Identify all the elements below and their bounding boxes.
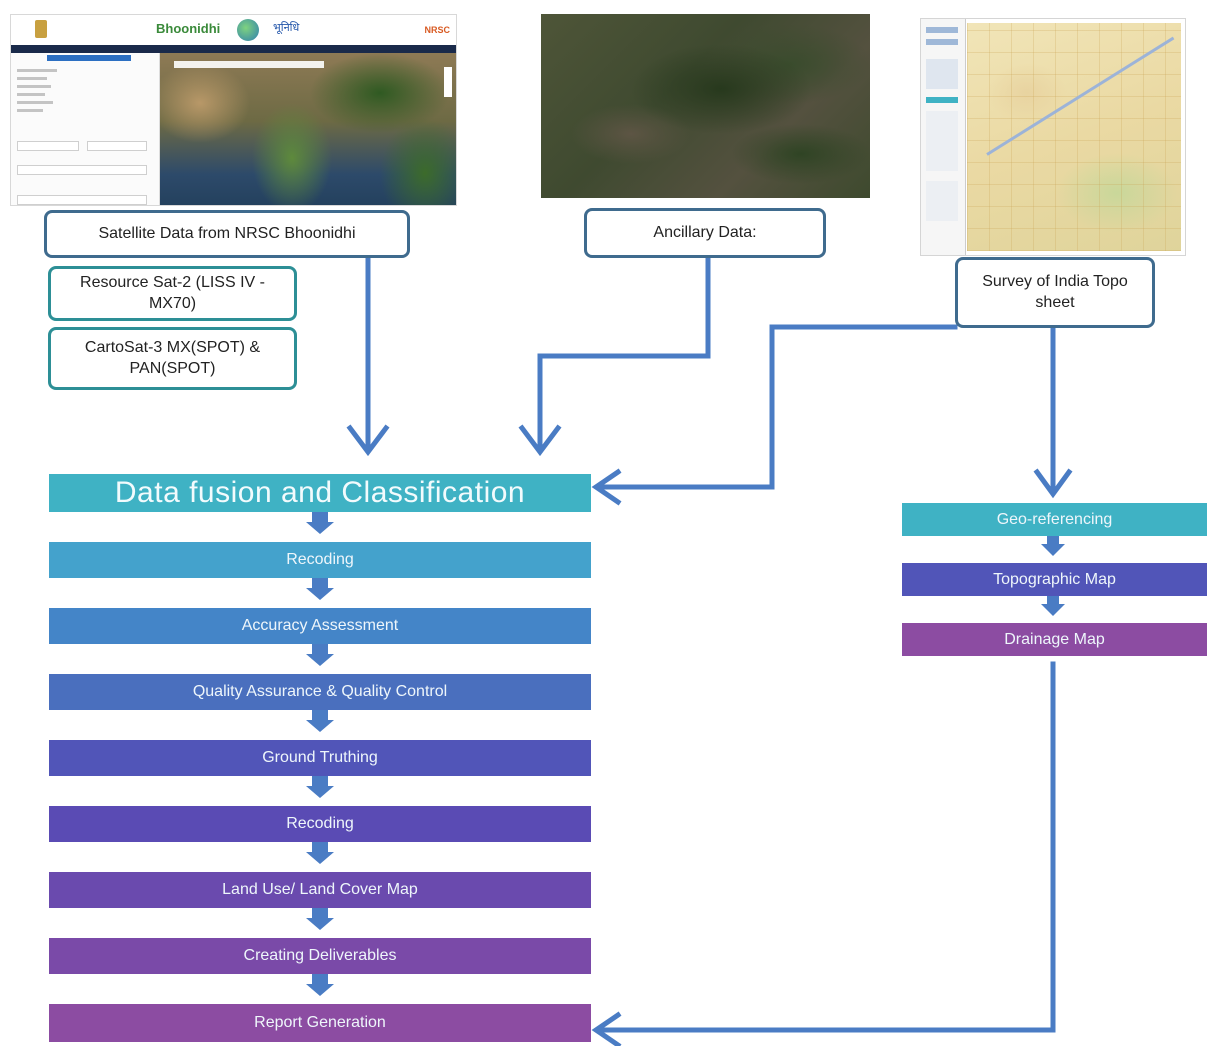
step-label: Quality Assurance & Quality Control [192,683,448,700]
arrow-ancillary-to-fusion [537,255,711,451]
flow-arrow-6 [306,842,334,864]
cartosat-box: CartoSat-3 MX(SPOT) & PAN(SPOT) [48,327,297,390]
step-qa-qc: Quality Assurance & Quality Control [49,674,591,710]
sidebar-field [17,141,79,151]
survey-of-india-box: Survey of India Topo sheet [955,257,1155,328]
india-satellite-map [160,53,456,205]
sidebar-field [87,141,147,151]
topo-sheet-screenshot [920,18,1186,256]
satellite-image [541,14,870,198]
map-zoom-control [444,67,452,97]
step-label: Topographic Map [993,570,1116,588]
step-report-generation: Report Generation [49,1004,591,1042]
sidebar-line [17,93,45,96]
sidebar-line [17,69,57,72]
arrowhead-survey-georef [1033,468,1073,499]
bhoonidhi-sidebar [11,53,160,205]
step-accuracy-assessment: Accuracy Assessment [49,608,591,644]
step-label: Report Generation [254,1014,386,1031]
topo-viewer-sidebar [921,19,966,255]
topo-sidebar-item [926,27,958,33]
arrow-survey-to-fusion [595,324,958,490]
nrsc-logo: NRSC [424,25,450,35]
right-flow-arrow-2 [1041,596,1065,616]
topo-sidebar-item [926,181,958,221]
sidebar-line [17,109,43,112]
bhoonidhi-header: Bhoonidhi भूनिधि NRSC [11,15,456,46]
topo-sidebar-item [926,97,958,103]
step-label: Drainage Map [1004,630,1105,648]
step-lulc-map: Land Use/ Land Cover Map [49,872,591,908]
step-recoding-2: Recoding [49,806,591,842]
sidebar-field [17,195,147,205]
flow-arrow-2 [306,578,334,600]
satellite-data-box: Satellite Data from NRSC Bhoonidhi [44,210,410,258]
flow-arrow-4 [306,710,334,732]
flow-arrow-3 [306,644,334,666]
step-label: Data fusion and Classification [114,476,526,509]
step-label: Creating Deliverables [243,947,397,964]
ancillary-data-box: Ancillary Data: [584,208,826,258]
sidebar-line [17,85,51,88]
sidebar-field [17,165,147,175]
step-topographic-map: Topographic Map [902,563,1207,596]
emblem-icon [35,20,47,38]
step-creating-deliverables: Creating Deliverables [49,938,591,974]
flow-arrow-7 [306,908,334,930]
sidebar-line [17,77,47,80]
arrowhead-survey-fusion [591,468,622,506]
bhoonidhi-navbar [11,45,456,53]
arrowhead-report [591,1011,622,1046]
step-label: Recoding [286,815,354,832]
resourcesat-label: Resource Sat-2 (LISS IV - MX70) [80,273,265,312]
topographic-map-image [967,23,1181,251]
ancillary-data-label: Ancillary Data: [653,223,757,241]
right-flow-arrow-1 [1041,536,1065,556]
topo-sidebar-item [926,111,958,171]
step-drainage-map: Drainage Map [902,623,1207,656]
step-label: Geo-referencing [996,510,1113,528]
step-ground-truthing: Ground Truthing [49,740,591,776]
satellite-data-label: Satellite Data from NRSC Bhoonidhi [98,224,356,242]
bhoonidhi-screenshot: Bhoonidhi भूनिधि NRSC [10,14,457,206]
arrowhead-satellite [346,424,390,457]
step-label: Accuracy Assessment [241,617,399,634]
flow-arrow-1 [306,512,334,534]
sidebar-line [17,101,53,104]
bhoonidhi-hindi-title: भूनिधि [273,22,300,34]
resourcesat-box: Resource Sat-2 (LISS IV - MX70) [48,266,297,321]
cartosat-label: CartoSat-3 MX(SPOT) & PAN(SPOT) [84,338,261,377]
survey-of-india-label: Survey of India Topo sheet [982,272,1128,311]
step-label: Recoding [286,551,354,568]
step-data-fusion: Data fusion and Classification [49,474,591,512]
map-search-bar [174,61,324,68]
bhoonidhi-title: Bhoonidhi [156,21,221,36]
topo-sidebar-item [926,59,958,89]
arrowhead-ancillary [518,424,562,457]
arrow-drainage-to-report [595,661,1056,1033]
step-label: Land Use/ Land Cover Map [222,881,418,898]
topo-sidebar-item [926,39,958,45]
globe-logo-icon [237,19,259,41]
flow-arrow-8 [306,974,334,996]
river-line [986,36,1175,156]
flow-arrow-5 [306,776,334,798]
step-recoding-1: Recoding [49,542,591,578]
step-geo-referencing: Geo-referencing [902,503,1207,536]
sidebar-tab [47,55,131,61]
step-label: Ground Truthing [262,749,378,766]
